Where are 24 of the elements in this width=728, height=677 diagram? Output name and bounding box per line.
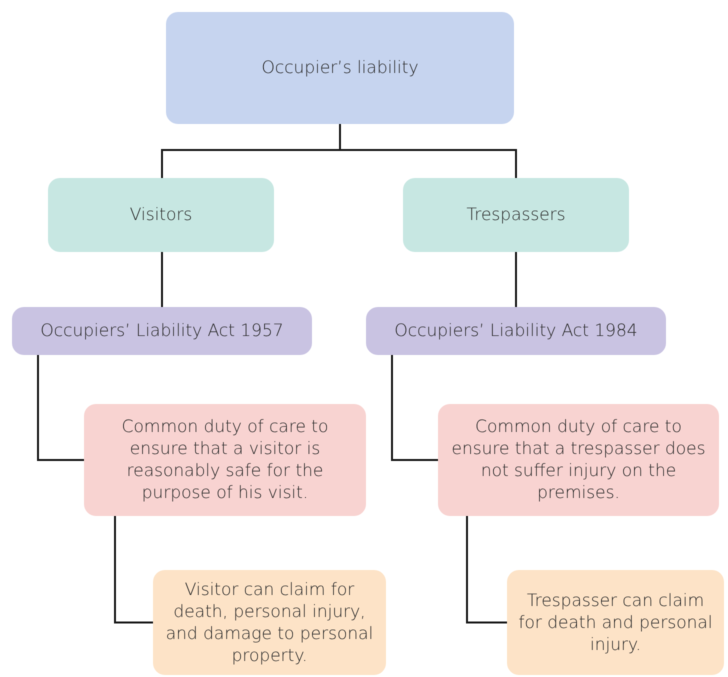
box-text: Occupiers’ Liability Act 1957 <box>40 320 284 342</box>
category-box <box>366 307 666 355</box>
connector-line <box>391 355 438 461</box>
box-text: Trespasser can claim for death and personal injury. <box>517 590 714 656</box>
category-box <box>507 570 724 675</box>
connector-line <box>515 252 517 307</box>
box-text: Visitor can claim for death, personal injury, and damage to personal property. <box>164 578 374 666</box>
category-box <box>12 307 312 355</box>
category-box <box>403 178 629 252</box>
category-box <box>166 12 514 124</box>
category-box <box>153 570 386 675</box>
connector-line <box>161 252 163 307</box>
connector-line <box>37 355 84 461</box>
connector-line <box>114 516 153 624</box>
category-box <box>84 404 366 516</box>
category-box <box>438 404 719 516</box>
category-box <box>48 178 274 252</box>
box-text: Trespassers <box>466 204 566 226</box>
connector-line <box>466 516 507 624</box>
box-text: Occupier’s liability <box>261 57 419 79</box>
box-text: Visitors <box>130 204 192 226</box>
box-text: Common duty of care to ensure that a visitor is reasonably safe for the purpose of his visit. <box>120 416 330 504</box>
box-text: Common duty of care to ensure that a trespasser does not suffer injury on the premises. <box>450 416 706 504</box>
box-text: Occupiers’ Liability Act 1984 <box>394 320 638 342</box>
